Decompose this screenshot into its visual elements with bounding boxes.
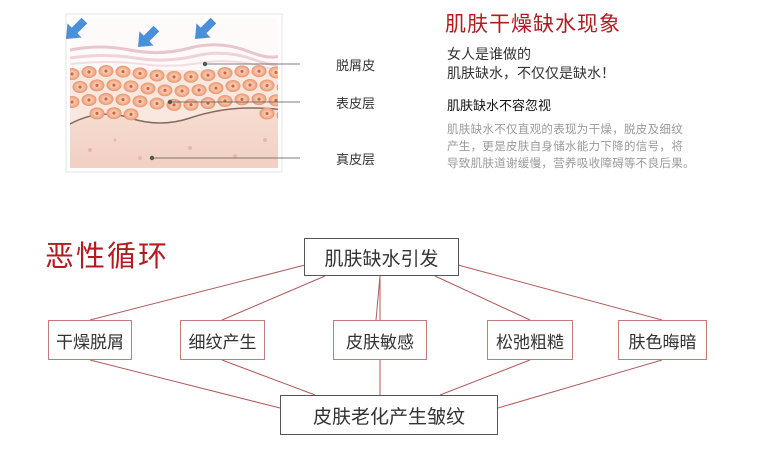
skin-cell-nucleus bbox=[265, 111, 269, 116]
skin-cell-nucleus bbox=[231, 84, 235, 88]
skin-cell-nucleus bbox=[138, 99, 142, 104]
skin-cell-nucleus bbox=[129, 84, 133, 88]
skin-cell-nucleus bbox=[155, 73, 159, 78]
cycle-bottom-node: 皮肤老化产生皱纹 bbox=[280, 395, 498, 435]
skin-cell-nucleus bbox=[138, 71, 142, 76]
body-line-3: 导致肌肤道谢缓慢，营养吸收障碍等不良后果。 bbox=[447, 156, 695, 170]
connector-bottom-5 bbox=[497, 359, 663, 409]
body-line-2: 产生，更是皮肤自身储水能力下降的信号，将 bbox=[447, 139, 683, 153]
connector-top-4 bbox=[434, 275, 531, 321]
down-right-arrow-icon bbox=[138, 25, 160, 47]
skin-cell-nucleus bbox=[70, 72, 74, 76]
down-right-arrow-icon bbox=[66, 17, 88, 39]
skin-cell-nucleus bbox=[197, 88, 201, 92]
connector-bottom-1 bbox=[89, 359, 281, 409]
skin-cell-nucleus bbox=[78, 85, 82, 89]
skin-cell-nucleus bbox=[146, 86, 150, 91]
skin-cell-nucleus bbox=[172, 103, 176, 107]
cycle-node-loose-rough: 松弛粗糙 bbox=[487, 320, 573, 360]
connector-top-3 bbox=[375, 275, 381, 321]
skin-cell-nucleus bbox=[95, 111, 99, 115]
epidermis-cells bbox=[70, 65, 278, 121]
skin-cell-nucleus bbox=[180, 89, 184, 93]
skin-cell bbox=[276, 83, 278, 91]
body-line-1: 肌肤缺水不仅直观的表现为干燥，脱皮及细纹 bbox=[447, 122, 683, 136]
connector-top-2 bbox=[221, 275, 326, 321]
skin-cell-nucleus bbox=[265, 83, 269, 88]
connector-top-1 bbox=[89, 264, 306, 321]
dehydration-title: 肌肤干燥缺水现象 bbox=[445, 12, 621, 36]
skin-cell-nucleus bbox=[104, 69, 108, 73]
cycle-top-node: 肌肤缺水引发 bbox=[304, 238, 459, 276]
skin-cell-nucleus bbox=[257, 97, 261, 101]
skin-cell-nucleus bbox=[129, 112, 133, 116]
skin-cell-nucleus bbox=[248, 83, 252, 87]
skin-cell-nucleus bbox=[214, 86, 218, 90]
dermis-label: 真皮层 bbox=[336, 153, 376, 168]
connector-bottom-2 bbox=[221, 359, 316, 396]
skin-cell bbox=[70, 68, 80, 81]
skin-cell-nucleus bbox=[189, 75, 193, 79]
subtitle-line-1: 女人是谁做的 bbox=[447, 47, 531, 63]
connector-top-5 bbox=[457, 264, 663, 321]
skin-cell-nucleus bbox=[223, 71, 227, 75]
vicious-cycle-title: 恶性循环 bbox=[45, 239, 170, 273]
cycle-node-dull-complexion: 肤色晦暗 bbox=[618, 320, 707, 360]
skin-cell-nucleus bbox=[240, 69, 244, 73]
cycle-node-sensitive-skin: 皮肤敏感 bbox=[333, 320, 427, 360]
skin-cell-nucleus bbox=[155, 101, 159, 106]
skin-cell-nucleus bbox=[163, 88, 167, 92]
skin-layers bbox=[70, 18, 278, 168]
skin-cell-nucleus bbox=[172, 75, 176, 79]
down-right-arrow-icon bbox=[195, 17, 217, 39]
skin-cell-nucleus bbox=[87, 70, 91, 74]
skin-cell-nucleus bbox=[70, 100, 74, 104]
skin-cell-nucleus bbox=[95, 83, 99, 87]
epidermis-label: 表皮层 bbox=[336, 97, 376, 112]
skin-cell-nucleus bbox=[104, 97, 108, 101]
skin-cell bbox=[268, 66, 278, 79]
skin-cell bbox=[70, 96, 80, 109]
skin-cell-nucleus bbox=[121, 69, 125, 74]
skin-cell-nucleus bbox=[257, 69, 261, 73]
skin-cell-nucleus bbox=[240, 97, 244, 101]
skin-cell-nucleus bbox=[274, 98, 278, 102]
section-heading: 肌肤缺水不容忽视 bbox=[447, 99, 552, 114]
skin-cell-nucleus bbox=[121, 97, 125, 102]
skin-cell-nucleus bbox=[274, 70, 278, 74]
skin-cell-nucleus bbox=[112, 83, 116, 87]
connector-bottom-4 bbox=[439, 359, 531, 396]
skin-cell-nucleus bbox=[112, 111, 116, 115]
skin-cell-nucleus bbox=[189, 103, 193, 107]
layer-pointer-lines bbox=[152, 63, 300, 159]
stratum-corneum-label: 脱屑皮 bbox=[336, 59, 376, 74]
cycle-node-fine-lines: 细纹产生 bbox=[180, 320, 265, 360]
subtitle-line-2: 肌肤缺水，不仅仅是缺水！ bbox=[447, 66, 615, 82]
skin-illustration bbox=[65, 13, 300, 173]
skin-cell bbox=[276, 111, 278, 119]
skin-cell bbox=[268, 94, 278, 107]
cycle-node-dry-flaking: 干燥脱屑 bbox=[48, 320, 132, 360]
skin-cell-nucleus bbox=[87, 98, 91, 102]
skin-cell-nucleus bbox=[206, 73, 210, 77]
